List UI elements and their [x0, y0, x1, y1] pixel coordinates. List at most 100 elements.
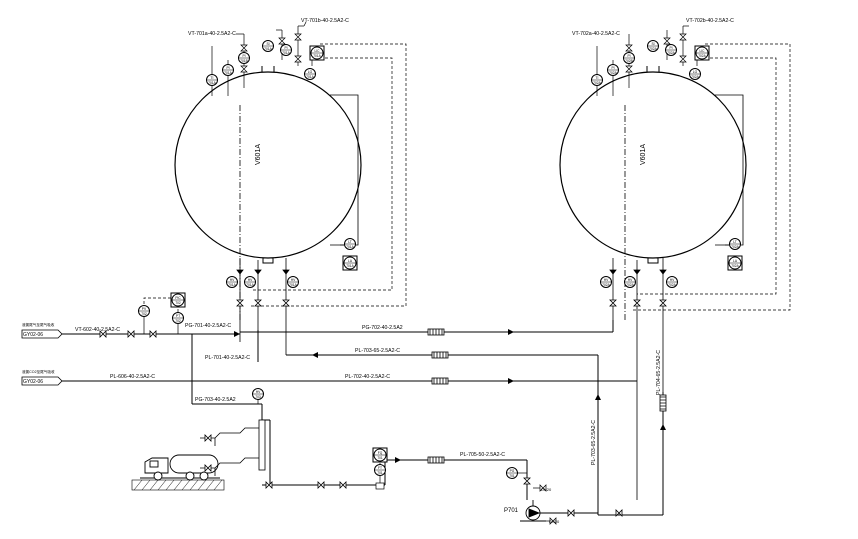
svg-text:701A: 701A: [264, 47, 273, 51]
svg-text:PT: PT: [176, 314, 180, 318]
instrument-lic702: LIC 702A: [694, 45, 710, 61]
svg-text:702: 702: [175, 319, 181, 323]
instrument-si701a: SI 701A: [262, 40, 274, 52]
line-label-pl705: PL-705-50-2.5A2-C: [460, 452, 505, 458]
offpage-bottom-id: GY02-06: [23, 379, 43, 385]
line-label-pg703: PG-703-40-2.5A2: [195, 397, 236, 403]
instrument-pg701: PG 701: [506, 467, 518, 479]
instrument-lg702: LG 702A: [689, 68, 701, 80]
svg-text:HV: HV: [256, 390, 261, 394]
svg-text:702A: 702A: [667, 51, 676, 55]
instrument-hv7: HV 702A: [666, 276, 678, 288]
svg-text:702A: 702A: [691, 75, 700, 79]
instrument-pv702: PV 702: [138, 305, 150, 317]
pump-p701: P701: [504, 500, 546, 522]
svg-text:PG: PG: [510, 469, 515, 473]
svg-text:HV: HV: [604, 278, 609, 282]
svg-text:701A: 701A: [306, 75, 315, 79]
svg-text:HV: HV: [230, 278, 235, 282]
svg-text:LA: LA: [348, 259, 353, 263]
tanker-truck-icon: [131, 454, 225, 491]
expansion-joints: [427, 328, 667, 464]
svg-text:702B: 702B: [625, 59, 634, 63]
instrument-hv4: HV 703: [252, 388, 264, 400]
svg-text:702A: 702A: [668, 283, 677, 287]
drain-label-a: DN20: [541, 487, 552, 492]
instrument-hv1: HV 701A: [226, 276, 238, 288]
offpage-top-id: GY02-06: [23, 332, 43, 338]
svg-text:PIC: PIC: [175, 296, 181, 300]
pump-tag: P701: [504, 508, 519, 514]
svg-text:TI: TI: [211, 76, 214, 80]
instrument-hv3: HV 701A: [287, 276, 299, 288]
line-label-vt701b: VT-701b-40-2.5A2-C: [301, 18, 349, 24]
svg-text:LT: LT: [348, 240, 352, 244]
svg-text:PI: PI: [284, 46, 287, 50]
svg-text:PV: PV: [142, 307, 147, 311]
instrument-si702a: SI 702A: [647, 40, 659, 52]
svg-text:702: 702: [141, 312, 147, 316]
svg-text:LG: LG: [308, 70, 313, 74]
instrument-hv2: HV 701A: [244, 276, 256, 288]
drain-label-b: DN20: [549, 519, 560, 524]
svg-text:701A: 701A: [346, 245, 355, 249]
instrument-lt702a: LT 702A: [729, 238, 741, 250]
instrument-ti702a: TI 702A: [591, 74, 603, 86]
svg-text:FT: FT: [378, 466, 382, 470]
instrument-la702: LA 702A: [727, 255, 743, 271]
svg-text:TI: TI: [596, 76, 599, 80]
svg-text:701A: 701A: [282, 51, 291, 55]
vessel-left-top-instruments: [211, 21, 407, 307]
svg-text:702A: 702A: [602, 283, 611, 287]
svg-text:701: 701: [377, 456, 383, 460]
svg-text:702: 702: [175, 301, 181, 305]
instrument-pic702: PIC 702: [170, 292, 186, 308]
svg-text:LA: LA: [733, 259, 738, 263]
instrument-pi702b: PI 702B: [623, 52, 635, 64]
line-label-pl703-vertical: PL-703-65-2.5A2-C: [591, 420, 597, 465]
vessel-left-bottom-nozzles: [236, 258, 290, 355]
svg-text:702A: 702A: [626, 283, 635, 287]
svg-text:702A: 702A: [593, 81, 602, 85]
svg-text:HV: HV: [670, 278, 675, 282]
line-label-pl701: PL-701-40-2.5A2-C: [205, 355, 250, 361]
svg-text:LIC: LIC: [315, 49, 321, 53]
svg-text:HV: HV: [291, 278, 296, 282]
instrument-lic701: LIC 701A: [309, 45, 325, 61]
svg-text:PI: PI: [226, 66, 229, 70]
loading-arms: [200, 419, 266, 476]
instrument-pi702a: PI 702A: [607, 64, 619, 76]
line-label-pl703: PL-703-65-2.5A2-C: [355, 348, 400, 354]
svg-text:701A: 701A: [313, 54, 321, 58]
offpage-connector-top: [21, 329, 63, 339]
line-label-pl606: PL-606-40-2.5A2-C: [110, 374, 155, 380]
line-label-vt701a: VT-701a-40-2.5A2-C: [188, 31, 236, 37]
svg-text:702A: 702A: [609, 71, 618, 75]
instrument-ft701: FT 701: [374, 464, 386, 476]
instrument-pi701a: PI 701A: [222, 64, 234, 76]
vessel-right-bottom-nozzles: [609, 258, 667, 500]
svg-text:FQ: FQ: [378, 451, 383, 455]
instrument-lt701a: LT 701A: [344, 238, 356, 250]
svg-text:LG: LG: [693, 70, 698, 74]
flow-arrows: [234, 329, 666, 463]
inline-valves: [99, 330, 623, 517]
line-label-pg701: PG-701-40-2.5A2-C: [185, 323, 231, 329]
pump-drains: [533, 484, 557, 525]
svg-text:SI: SI: [651, 42, 654, 46]
svg-text:PI: PI: [669, 46, 672, 50]
svg-text:PI: PI: [611, 66, 614, 70]
pressure-control-loop: [143, 297, 179, 334]
line-label-pl704: PL-704-65-2.5A2-C: [656, 350, 662, 395]
svg-text:702A: 702A: [649, 47, 658, 51]
svg-text:HV: HV: [628, 278, 633, 282]
svg-text:703: 703: [255, 395, 261, 399]
instrument-pi701b: PI 701B: [238, 52, 250, 64]
svg-text:702A: 702A: [731, 245, 740, 249]
instrument-fq701: FQ 701: [372, 447, 388, 463]
instrument-pt702: PT 702: [172, 312, 184, 324]
svg-text:701A: 701A: [224, 71, 233, 75]
svg-text:HV: HV: [248, 278, 253, 282]
offpage-connector-bottom: [21, 376, 63, 386]
svg-text:702A: 702A: [731, 264, 739, 268]
